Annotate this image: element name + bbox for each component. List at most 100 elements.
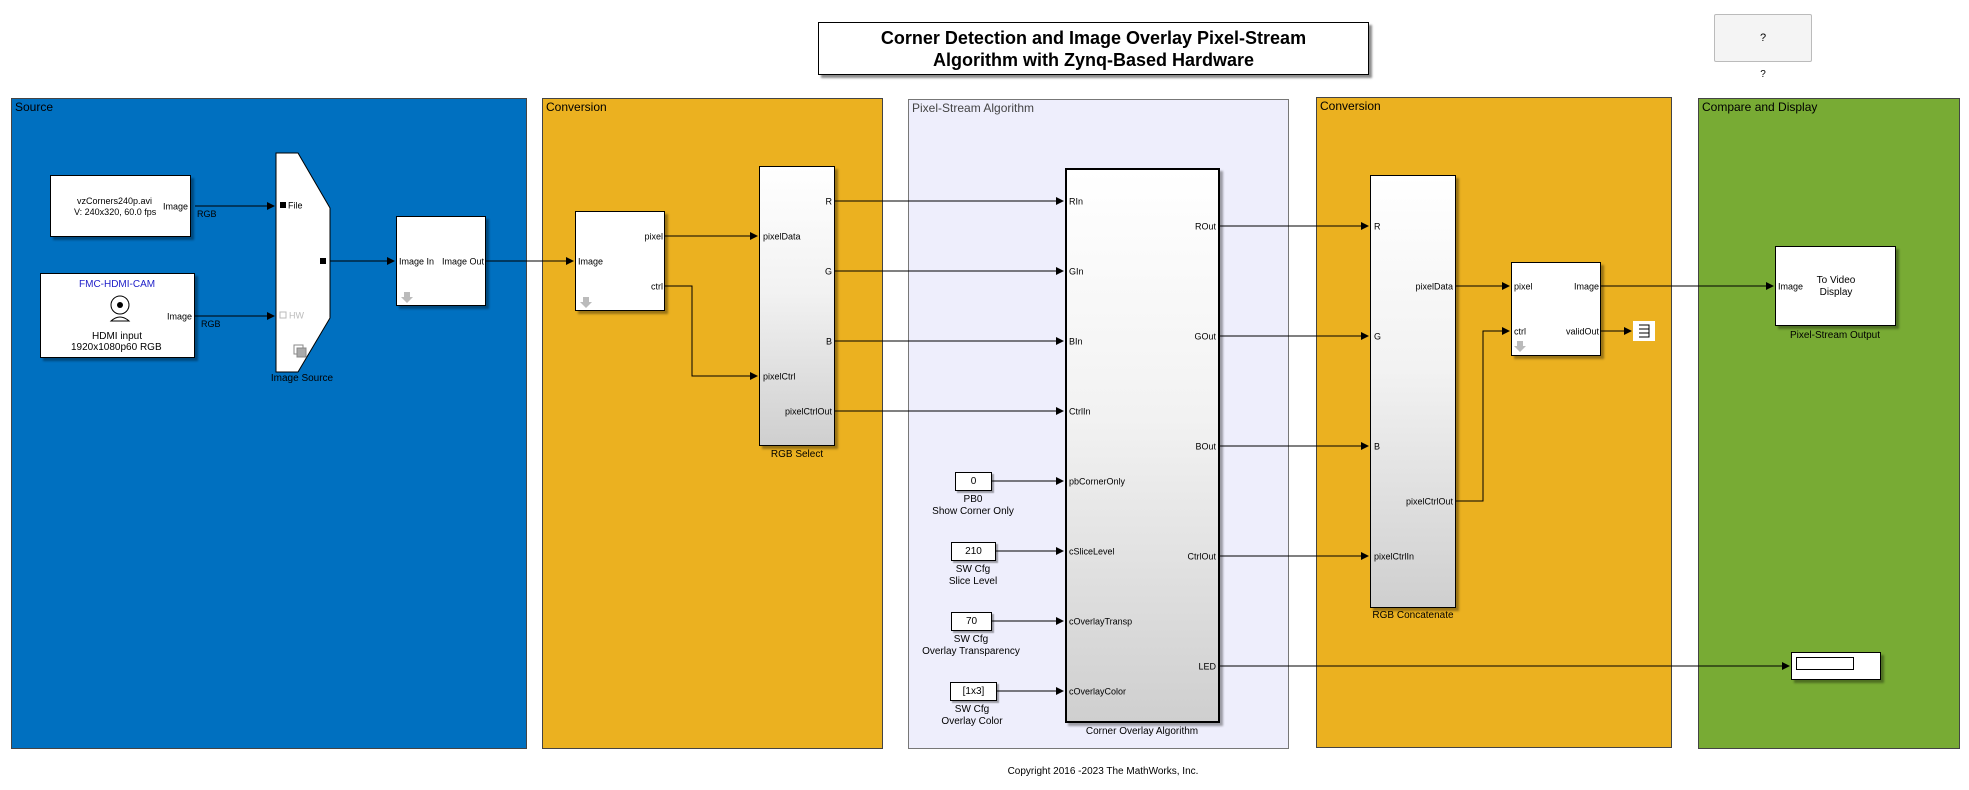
port-bin: BIn [1069, 336, 1083, 347]
port-cslicelevel: cSliceLevel [1069, 546, 1115, 557]
port-ctrlin: CtrlIn [1069, 406, 1091, 417]
image-source-port-hw: HW [289, 310, 304, 321]
led-display-block[interactable] [1791, 652, 1881, 680]
constant-0-label-2: Show Corner Only [932, 506, 1014, 517]
wire-pixelctrl-concat [1456, 327, 1510, 502]
video-display-block[interactable]: Image To Video Display [1775, 246, 1896, 326]
constant-3-label-2: Overlay Color [941, 716, 1003, 727]
algorithm-area-label: Pixel-Stream Algorithm [912, 101, 1035, 115]
rgb-select-block[interactable]: pixelData pixelCtrl R G B pixelCtrlOut [759, 166, 835, 446]
constant-3-label-1: SW Cfg [954, 704, 990, 715]
compare-area-label: Compare and Display [1702, 100, 1818, 114]
pixels-to-frame-block[interactable]: pixel ctrl Image validOut [1511, 262, 1601, 356]
hdmi-line-2: 1920x1080p60 RGB [71, 342, 162, 353]
file-port-image: Image [162, 201, 188, 212]
pixel-conversion-block[interactable]: Image pixel ctrl [575, 211, 665, 311]
rgb-concat-port-pixeldata: pixelData [1415, 281, 1453, 292]
image-source-caption: Image Source [270, 373, 334, 384]
p2f-port-ctrl: ctrl [1514, 326, 1526, 337]
port-bout: BOut [1195, 441, 1216, 452]
rgb-concat-port-g: G [1374, 331, 1382, 342]
video-display-line-2: Display [1819, 287, 1853, 298]
port-led: LED [1198, 661, 1216, 672]
copyright-text: Copyright 2016 -2023 The MathWorks, Inc. [1007, 766, 1199, 777]
video-display-text: To Video Display [1817, 275, 1856, 299]
constant-3-label: SW Cfg Overlay Color [941, 704, 1002, 728]
help-caption: ? [1760, 69, 1766, 80]
corner-overlay-caption: Corner Overlay Algorithm [1085, 726, 1199, 737]
conv1-port-ctrl: ctrl [651, 281, 663, 292]
image-source-block[interactable] [272, 150, 336, 378]
frame-to-pixels-block[interactable]: Image In Image Out [396, 216, 486, 306]
rgb-concat-port-ctrlin: pixelCtrlIn [1374, 551, 1415, 562]
rgb-select-port-pixelctrl: pixelCtrl [763, 371, 796, 382]
rgb-concat-port-ctrlout: pixelCtrlOut [1405, 496, 1453, 507]
terminator-block[interactable] [1633, 321, 1655, 341]
conversion-area-2-label: Conversion [1320, 99, 1381, 113]
hdmi-input-block[interactable]: FMC-HDMI-CAM Image HDMI input 1920x1080p… [40, 273, 195, 358]
down-arrow-icon [401, 292, 413, 303]
rgb-select-port-ctrlout: pixelCtrlOut [784, 406, 832, 417]
port-pbcorneronly: pbCornerOnly [1069, 476, 1126, 487]
hdmi-signal-label: RGB [201, 319, 221, 329]
rgb-concat-port-b: B [1374, 441, 1381, 452]
port-coverlaytransp: cOverlayTransp [1069, 616, 1133, 627]
file-signal-label: RGB [197, 209, 217, 219]
led-display-field [1796, 657, 1854, 670]
source-area-label: Source [15, 100, 54, 114]
constant-slice-level[interactable]: 210 [951, 542, 996, 561]
rgb-select-caption: RGB Select [770, 449, 824, 460]
constant-show-corner-only[interactable]: 0 [955, 472, 992, 491]
down-arrow-icon [1514, 341, 1526, 352]
rgb-select-port-r: R [825, 196, 833, 207]
video-display-caption: Pixel-Stream Output [1789, 330, 1881, 341]
port-rout: ROut [1194, 221, 1216, 232]
constant-2-label: SW Cfg Overlay Transparency [922, 634, 1020, 658]
wire-ctrl [665, 285, 758, 380]
title-line-2: Algorithm with Zynq-Based Hardware [932, 50, 1255, 70]
file-format: V: 240x320, 60.0 fps [74, 207, 157, 217]
help-button[interactable]: ? [1714, 14, 1812, 62]
file-name: vzCorners240p.avi [77, 196, 153, 206]
port-gout: GOut [1194, 331, 1216, 342]
hdmi-line-1: HDMI input [92, 331, 143, 342]
frame-to-pixels-port-in: Image In [399, 256, 435, 267]
conversion-area-1-label: Conversion [546, 100, 607, 114]
from-multimedia-file-block[interactable]: vzCorners240p.avi V: 240x320, 60.0 fps I… [50, 175, 191, 237]
constant-2-label-2: Overlay Transparency [922, 646, 1020, 657]
port-ctrlout: CtrlOut [1187, 551, 1216, 562]
constant-1-label-1: SW Cfg [955, 564, 991, 575]
video-display-port-image: Image [1778, 281, 1804, 292]
p2f-port-validout: validOut [1565, 326, 1599, 337]
constant-0-label-1: PB0 [963, 494, 983, 505]
corner-overlay-algorithm-block[interactable]: RIn GIn BIn CtrlIn pbCornerOnly cSliceLe… [1065, 168, 1220, 723]
compare-area: Compare and Display [1698, 98, 1960, 749]
constant-1-label: SW Cfg Slice Level [949, 564, 997, 588]
rgb-concat-port-r: R [1374, 221, 1381, 232]
port-coverlaycolor: cOverlayColor [1069, 686, 1127, 697]
rgb-concat-caption: RGB Concatenate [1372, 610, 1454, 621]
image-source-port-file: File [288, 200, 303, 211]
help-button-label: ? [1759, 32, 1767, 44]
title-line-1: Corner Detection and Image Overlay Pixel… [880, 28, 1307, 48]
port-gin: GIn [1069, 266, 1084, 277]
down-arrow-icon [580, 297, 592, 308]
rgb-concatenate-block[interactable]: R G B pixelCtrlIn pixelData pixelCtrlOut [1370, 175, 1456, 608]
rgb-select-port-g: G [824, 266, 832, 277]
conv1-port-pixel: pixel [644, 231, 663, 242]
frame-to-pixels-port-out: Image Out [441, 256, 484, 267]
hdmi-title: FMC-HDMI-CAM [79, 279, 156, 290]
hdmi-port-image: Image [166, 311, 192, 322]
conv1-port-image: Image [578, 256, 604, 267]
p2f-port-image: Image [1573, 281, 1599, 292]
constant-2-label-1: SW Cfg [953, 634, 989, 645]
video-display-line-1: To Video [1816, 275, 1856, 286]
camera-icon [109, 295, 131, 322]
model-title: Corner Detection and Image Overlay Pixel… [818, 22, 1369, 75]
rgb-select-port-b: B [825, 336, 832, 347]
constant-overlay-color[interactable]: [1x3] [950, 682, 997, 701]
constant-overlay-transparency[interactable]: 70 [951, 612, 992, 631]
p2f-port-pixel: pixel [1514, 281, 1533, 292]
port-rin: RIn [1069, 196, 1084, 207]
